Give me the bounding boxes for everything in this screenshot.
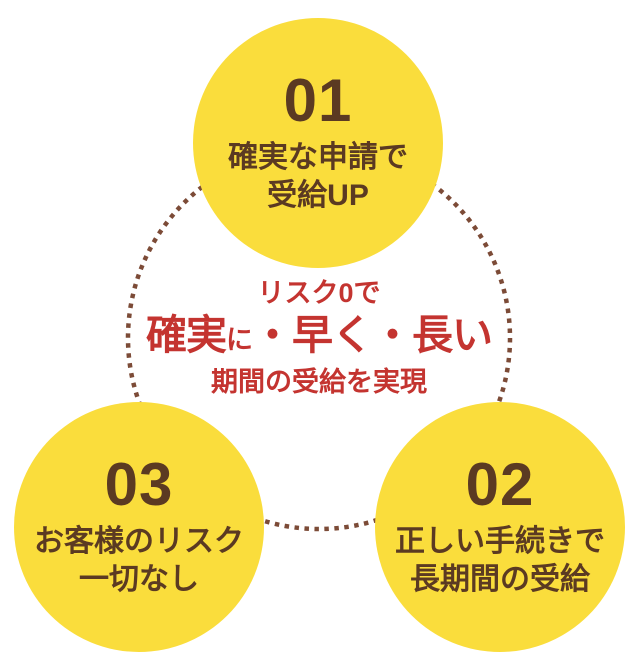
center-message: リスク0で 確実に・早く・長い 期間の受給を実現 (0, 276, 638, 399)
feature-circle-03: 03 お客様のリスク 一切なし (14, 402, 264, 652)
feature-circle-01: 01 確実な申請で 受給UP (193, 18, 443, 268)
center-message-segment-small: に (226, 325, 253, 355)
center-message-line1: リスク0で (257, 278, 381, 308)
center-message-line3: 期間の受給を実現 (211, 367, 427, 397)
center-message-segment: 確実 (146, 312, 227, 358)
feature-number-03: 03 (104, 451, 174, 518)
feature-circle-02: 02 正しい手続きで 長期間の受給 (375, 402, 625, 652)
feature-text-line: 確実な申請で (228, 141, 408, 174)
feature-number-01: 01 (283, 67, 353, 134)
feature-text-line: 正しい手続きで (395, 525, 605, 558)
center-message-segment: ・早く・長い (252, 312, 493, 358)
center-message-line2: 確実に・早く・長い (0, 310, 638, 365)
feature-text-line: 長期間の受給 (410, 563, 590, 596)
feature-text-line: 一切なし (79, 563, 199, 596)
feature-number-02: 02 (465, 451, 535, 518)
feature-text-line: 受給UP (267, 179, 369, 212)
feature-text-line: お客様のリスク (34, 525, 244, 558)
